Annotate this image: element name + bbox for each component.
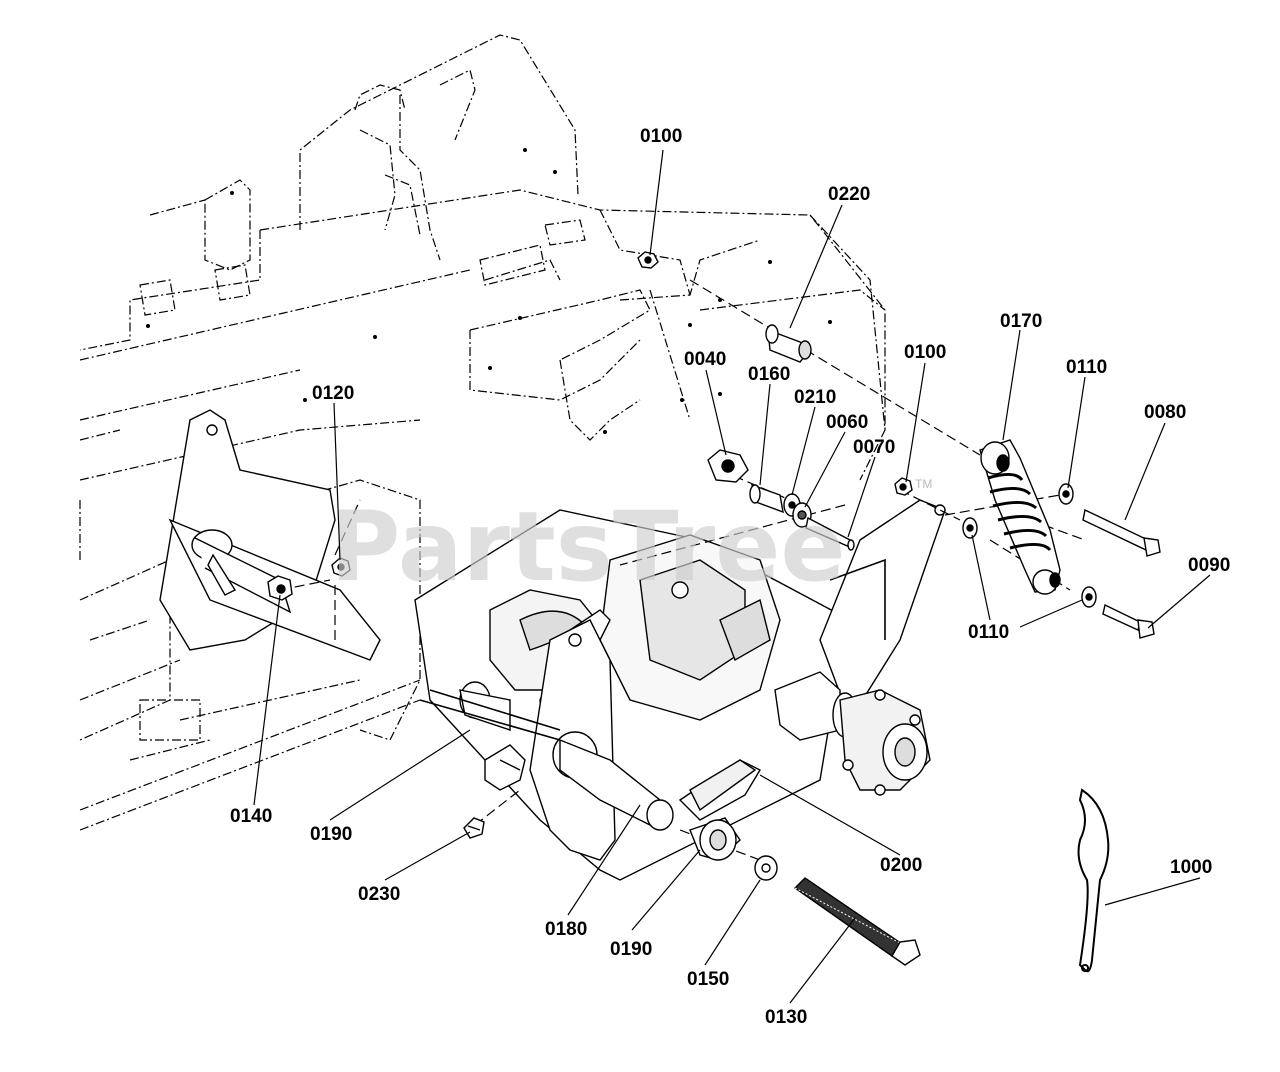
watermark: PartsTree bbox=[330, 491, 845, 603]
nut-0140 bbox=[267, 575, 293, 601]
callout-0150: 0150 bbox=[687, 969, 729, 990]
callout-0110-bot: 0110 bbox=[968, 622, 1009, 643]
transaxle-assembly bbox=[414, 499, 946, 881]
nut-0100-top bbox=[637, 251, 659, 269]
washer-0110-lower bbox=[1081, 586, 1097, 608]
fitting-0230 bbox=[463, 817, 485, 839]
callout-0230: 0230 bbox=[358, 884, 400, 905]
callout-0090: 0090 bbox=[1188, 555, 1230, 576]
callout-0190-bot: 0190 bbox=[610, 939, 652, 960]
callout-0190-left: 0190 bbox=[310, 824, 352, 845]
callout-0100-mid: 0100 bbox=[904, 342, 946, 363]
shock-absorber-0170 bbox=[979, 439, 1061, 595]
leader-lines bbox=[253, 149, 1211, 1004]
callout-labels: 0100 0220 0170 0100 0110 0040 0160 0210 … bbox=[230, 126, 1230, 1028]
bushing-0190-lower bbox=[689, 817, 741, 861]
callout-0200: 0200 bbox=[880, 855, 922, 876]
nut-0100-mid bbox=[894, 477, 913, 496]
bolt-0090 bbox=[1102, 603, 1155, 639]
chassis-frame bbox=[79, 34, 886, 831]
callout-0110-top: 0110 bbox=[1066, 357, 1107, 378]
callout-0130: 0130 bbox=[765, 1007, 807, 1028]
hex-nut-0040 bbox=[707, 449, 749, 483]
washer-0150 bbox=[754, 855, 778, 881]
callout-0100-top: 0100 bbox=[640, 126, 682, 147]
spacer-0220 bbox=[765, 324, 812, 363]
washer-0110-left bbox=[962, 517, 978, 539]
bushing-0160 bbox=[749, 483, 784, 514]
watermark-trademark: TM bbox=[915, 477, 932, 491]
callout-0220: 0220 bbox=[828, 184, 870, 205]
callout-0120: 0120 bbox=[312, 383, 354, 404]
callout-0210: 0210 bbox=[794, 387, 836, 408]
callout-0140: 0140 bbox=[230, 806, 272, 827]
callout-0180: 0180 bbox=[545, 919, 587, 940]
callout-0170: 0170 bbox=[1000, 311, 1042, 332]
callout-1000: 1000 bbox=[1170, 857, 1212, 878]
bolt-0130 bbox=[793, 877, 921, 966]
callout-0040: 0040 bbox=[684, 349, 726, 370]
frame-rail-rod bbox=[419, 558, 886, 741]
spanner-wrench-1000 bbox=[1077, 788, 1110, 973]
callout-0160: 0160 bbox=[748, 364, 790, 385]
callout-0070: 0070 bbox=[853, 437, 895, 458]
washer-0060 bbox=[792, 502, 812, 528]
washer-0110-upper bbox=[1058, 483, 1074, 505]
callout-0080: 0080 bbox=[1144, 402, 1186, 423]
pin-0070 bbox=[805, 516, 855, 551]
bolt-0080 bbox=[1082, 508, 1161, 557]
callout-0060: 0060 bbox=[826, 412, 868, 433]
